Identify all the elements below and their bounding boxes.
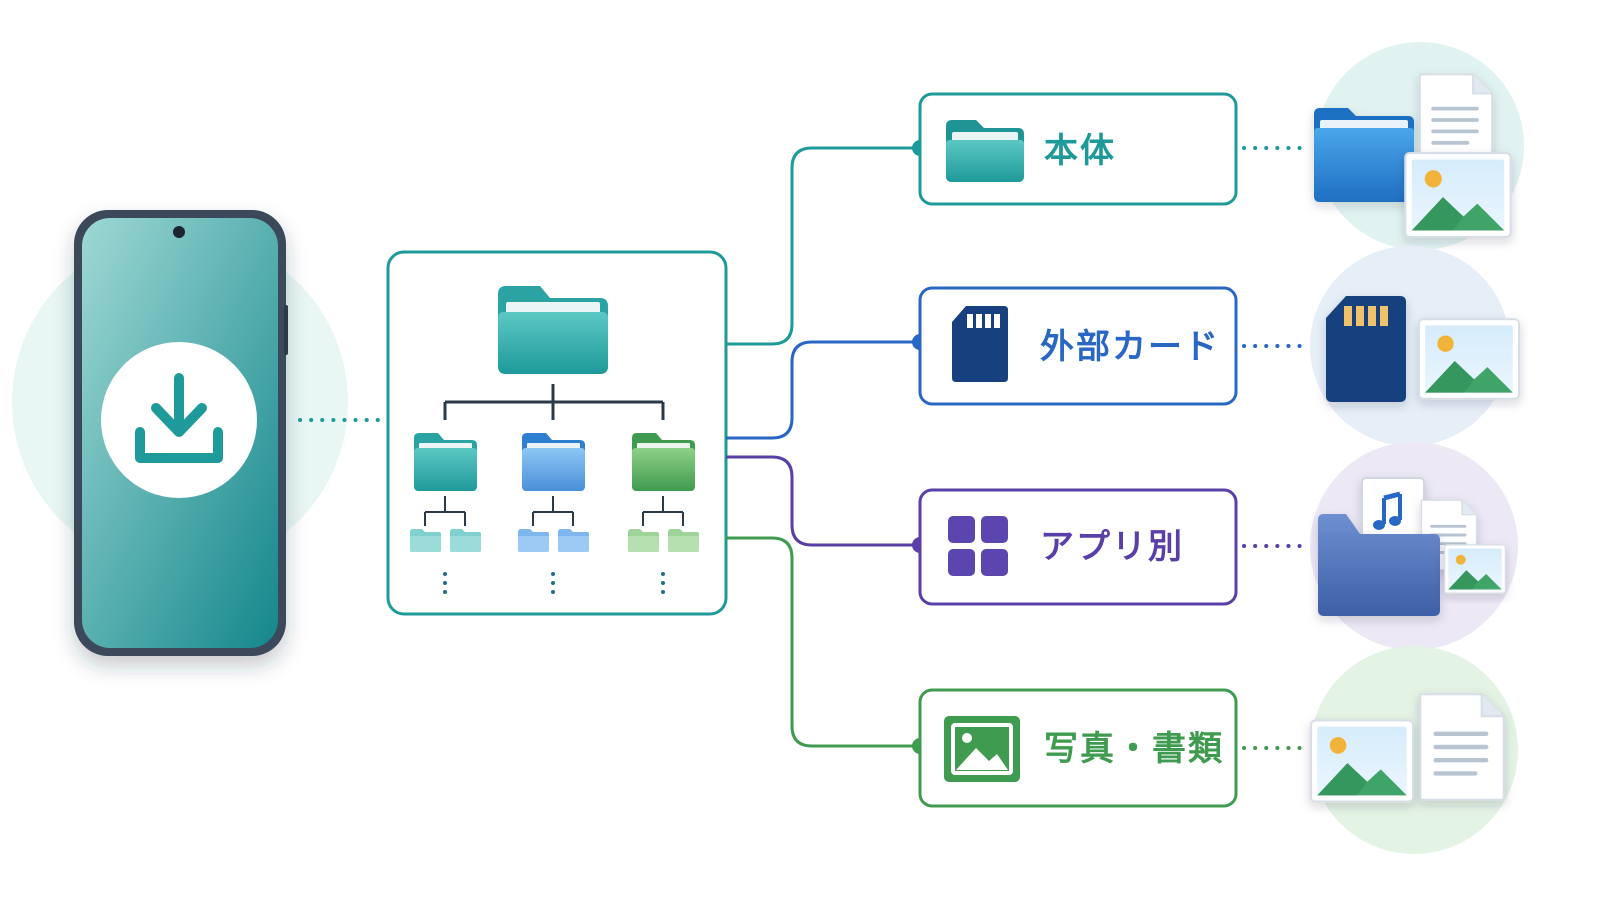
connector-apps xyxy=(726,455,920,547)
folder-icon xyxy=(946,120,1024,182)
hub-card xyxy=(386,250,728,616)
sdcard-illustration xyxy=(1310,246,1520,446)
app-grid-icon xyxy=(948,516,1008,576)
connector-device xyxy=(726,146,920,346)
device-illustration xyxy=(1314,42,1524,250)
card-photos xyxy=(918,688,1238,808)
phone-group xyxy=(12,210,348,656)
folder-tree-icon xyxy=(410,286,699,594)
slate-folder-icon xyxy=(1318,514,1440,616)
card-device xyxy=(918,92,1238,206)
card-sdcard xyxy=(918,286,1238,406)
branch-connectors xyxy=(726,146,920,748)
label-device: 本体 xyxy=(1044,131,1116,171)
connector-sdcard xyxy=(726,340,920,440)
label-apps: アプリ別 xyxy=(1040,527,1184,567)
label-photos: 写真・書類 xyxy=(1044,729,1224,769)
sd-card-icon xyxy=(952,306,1008,382)
sd-card-large-icon xyxy=(1326,296,1406,402)
photos-illustration xyxy=(1310,646,1518,854)
blue-folder-icon xyxy=(1314,108,1414,202)
phone-camera xyxy=(173,226,185,238)
image-icon xyxy=(944,716,1020,782)
download-icon xyxy=(135,373,223,463)
label-sdcard: 外部カード xyxy=(1040,327,1220,367)
card-apps xyxy=(918,488,1238,606)
connector-photos xyxy=(726,536,920,748)
apps-illustration xyxy=(1310,442,1518,650)
